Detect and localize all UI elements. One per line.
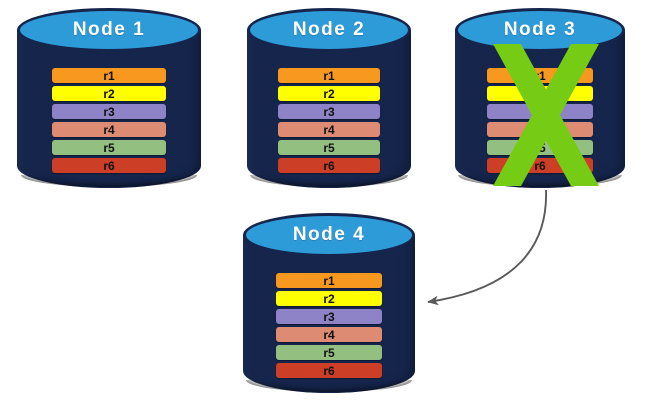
node-1-cylinder-top: Node 1 [17, 8, 201, 52]
record-row[interactable]: r2 [275, 291, 383, 306]
node-2-title: Node 2 [292, 19, 366, 40]
record-row[interactable]: r4 [275, 327, 383, 342]
record-row[interactable]: r3 [487, 104, 593, 119]
node-3[interactable]: Node 3 r1 r2 r3 r4 r5 r6 [455, 8, 625, 188]
record-row[interactable]: r5 [51, 140, 167, 155]
node-4-title: Node 4 [292, 224, 366, 245]
record-row[interactable]: r3 [278, 104, 380, 119]
record-row[interactable]: r6 [278, 158, 380, 173]
node-1-records: r1 r2 r3 r4 r5 r6 [17, 68, 201, 173]
record-row[interactable]: r1 [51, 68, 167, 83]
record-row[interactable]: r1 [278, 68, 380, 83]
record-row[interactable]: r3 [275, 309, 383, 324]
record-row[interactable]: r6 [51, 158, 167, 173]
record-row[interactable]: r1 [487, 68, 593, 83]
record-row[interactable]: r2 [278, 86, 380, 101]
node-4-records: r1 r2 r3 r4 r5 r6 [243, 273, 415, 378]
record-row[interactable]: r4 [487, 122, 593, 137]
node-4-cylinder-top: Node 4 [243, 213, 415, 257]
record-row[interactable]: r5 [275, 345, 383, 360]
node-1[interactable]: Node 1 r1 r2 r3 r4 r5 r6 [17, 8, 201, 188]
node-4[interactable]: Node 4 r1 r2 r3 r4 r5 r6 [243, 213, 415, 393]
node-2-records: r1 r2 r3 r4 r5 r6 [247, 68, 411, 173]
record-row[interactable]: r1 [275, 273, 383, 288]
record-row[interactable]: r6 [487, 158, 593, 173]
node-3-cylinder-top: Node 3 [455, 8, 625, 52]
record-row[interactable]: r4 [51, 122, 167, 137]
node-2-cylinder-top: Node 2 [247, 8, 411, 52]
node-3-records: r1 r2 r3 r4 r5 r6 [455, 68, 625, 173]
record-row[interactable]: r2 [51, 86, 167, 101]
record-row[interactable]: r5 [487, 140, 593, 155]
record-row[interactable]: r2 [487, 86, 593, 101]
record-row[interactable]: r6 [275, 363, 383, 378]
record-row[interactable]: r3 [51, 104, 167, 119]
node-1-title: Node 1 [72, 19, 146, 40]
node-2[interactable]: Node 2 r1 r2 r3 r4 r5 r6 [247, 8, 411, 188]
node-3-title: Node 3 [503, 19, 577, 40]
record-row[interactable]: r4 [278, 122, 380, 137]
record-row[interactable]: r5 [278, 140, 380, 155]
